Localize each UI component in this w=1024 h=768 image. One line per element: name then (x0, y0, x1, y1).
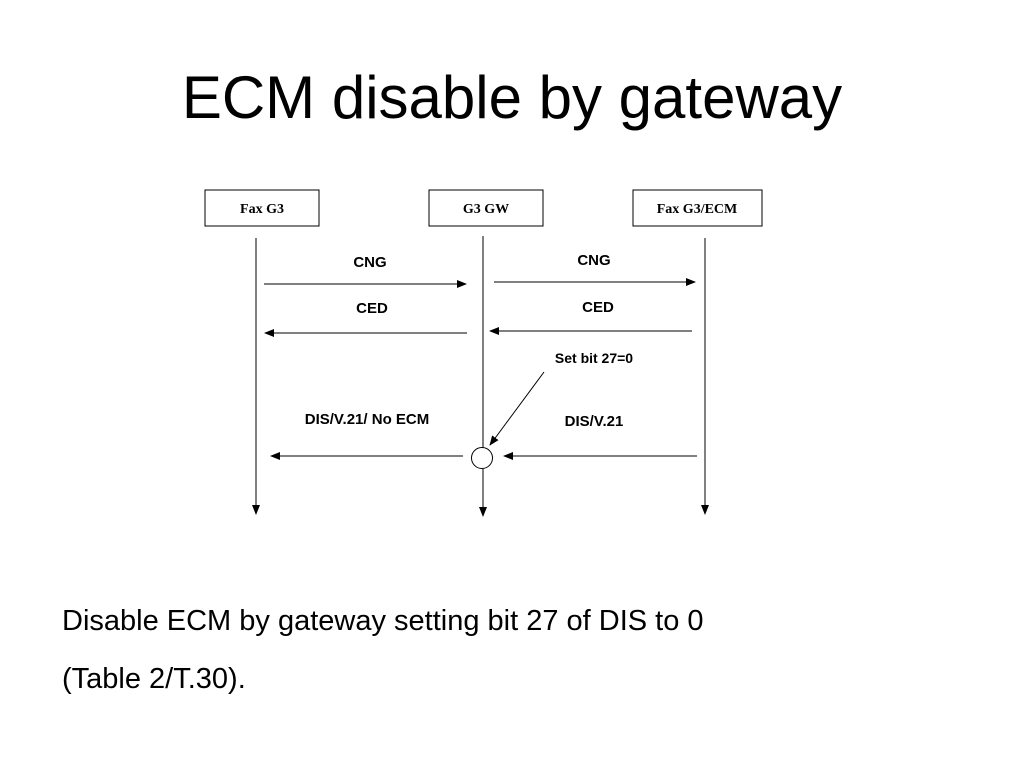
body-text-line-2: (Table 2/T.30). (62, 663, 246, 695)
message-label-dis: DIS/V.21 (565, 413, 624, 430)
body-text-line-1: Disable ECM by gateway setting bit 27 of… (62, 605, 704, 637)
message-label-ced-left: CED (356, 300, 388, 317)
entity-label-g3-gw: G3 GW (463, 202, 509, 217)
body-text: Disable ECM by gateway setting bit 27 of… (62, 592, 962, 708)
slide-title: ECM disable by gateway (181, 64, 843, 131)
gateway-processing-circle (471, 447, 493, 469)
message-label-cng-right: CNG (577, 252, 610, 269)
note-pointer-arrow (489, 371, 545, 446)
message-label-cng-left: CNG (353, 254, 386, 271)
entity-label-fax-g3: Fax G3 (240, 202, 284, 217)
entity-label-fax-g3-ecm: Fax G3/ECM (657, 202, 738, 217)
entity-fax-g3-ecm: Fax G3/ECM (632, 189, 763, 227)
entity-g3-gw: G3 GW (428, 189, 544, 227)
message-label-dis-no-ecm: DIS/V.21/ No ECM (305, 411, 429, 428)
note-label-set-bit: Set bit 27=0 (555, 350, 633, 366)
message-label-ced-right: CED (582, 299, 614, 316)
entity-fax-g3: Fax G3 (204, 189, 320, 227)
